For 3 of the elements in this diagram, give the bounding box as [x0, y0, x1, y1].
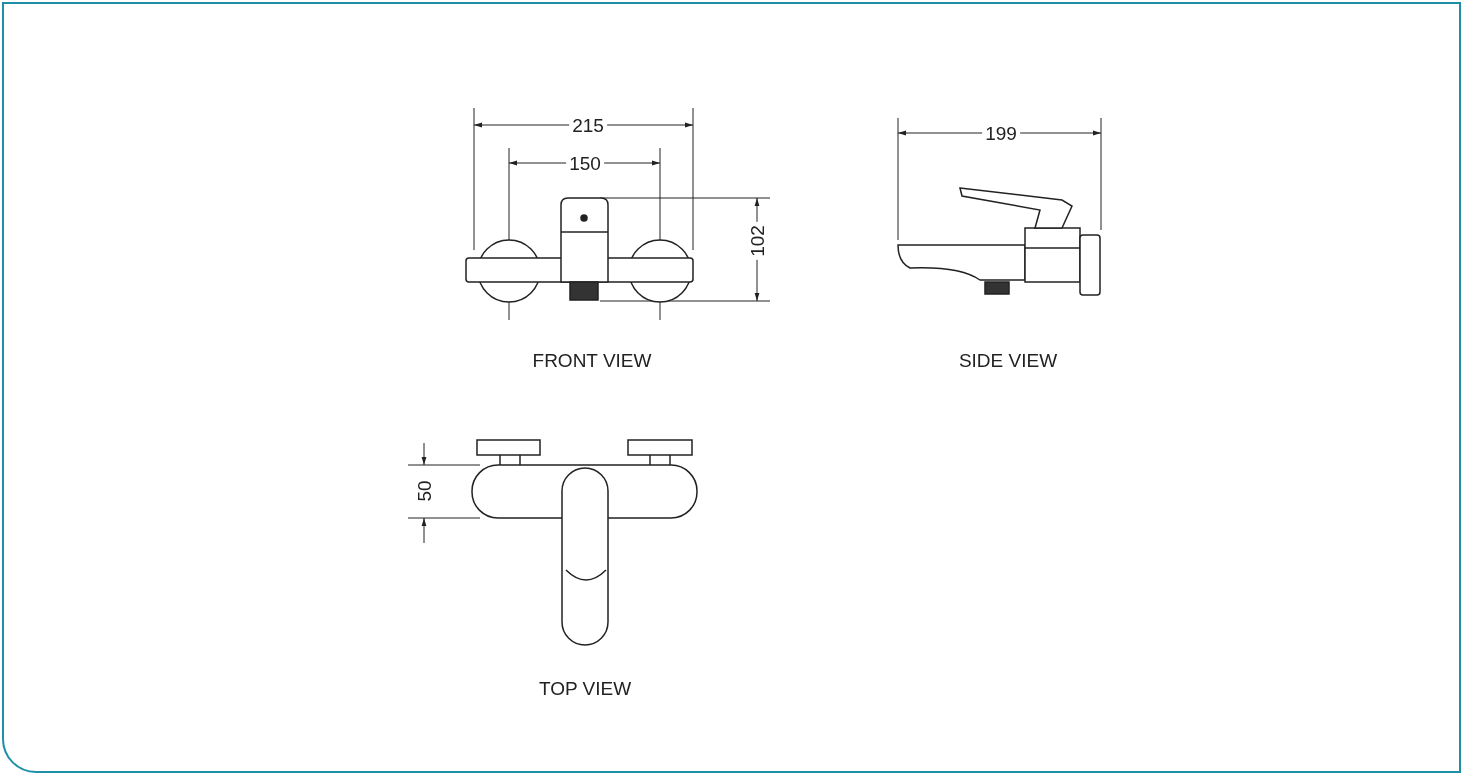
view-title: SIDE VIEW: [958, 350, 1058, 370]
view-title: FRONT VIEW: [532, 350, 652, 370]
view-title: TOP VIEW: [538, 678, 632, 698]
